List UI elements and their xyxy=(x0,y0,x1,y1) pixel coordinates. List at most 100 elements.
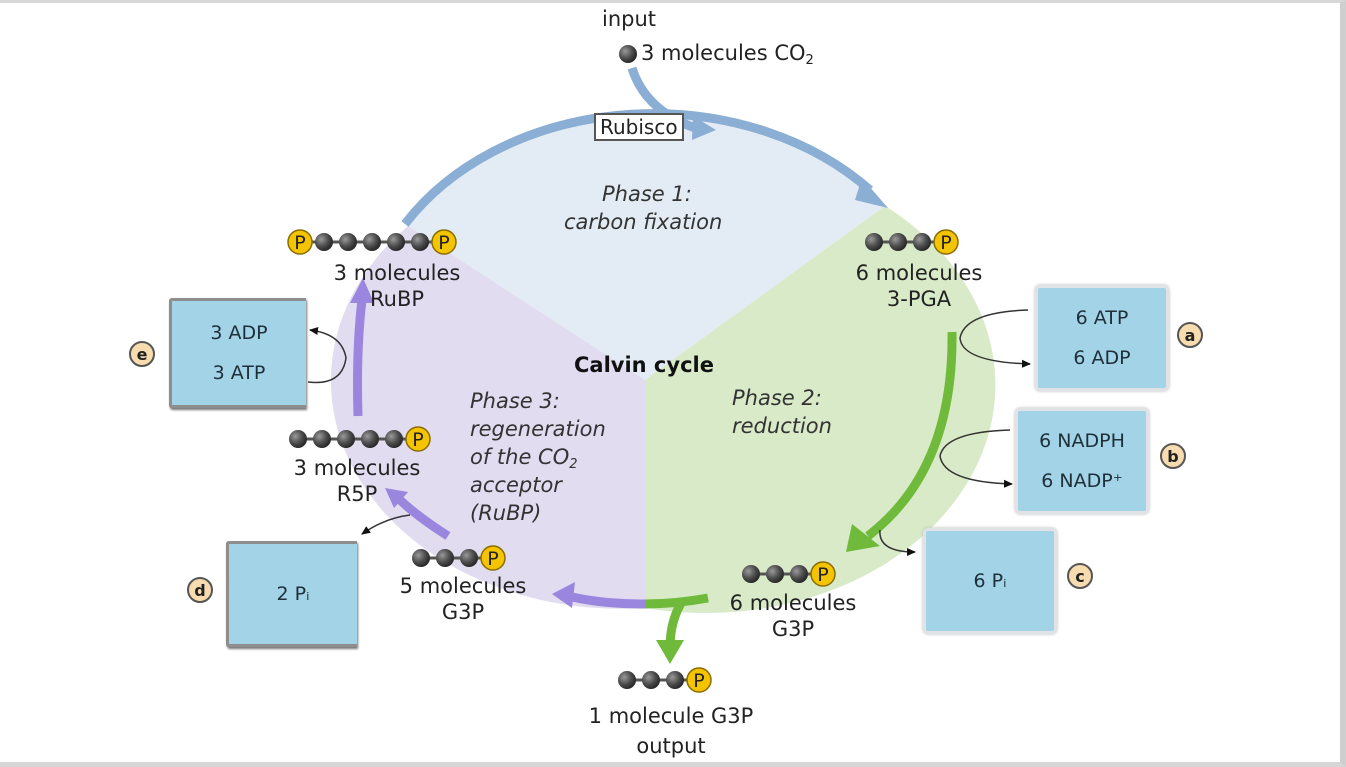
phase1-title: Phase 1: xyxy=(602,182,692,206)
box-e-line2: 3 ATP xyxy=(212,362,266,384)
g3p5-molecule: P xyxy=(412,545,506,571)
drop-box-c[interactable]: 6 Pᵢ xyxy=(923,528,1057,634)
phase3-arrowhead-up xyxy=(350,278,374,303)
carbon-atom xyxy=(436,549,454,567)
carbon-atom xyxy=(385,430,403,448)
cycle-title: Calvin cycle xyxy=(574,353,714,377)
phase1-arrowhead xyxy=(855,178,888,208)
co2-input-arrow xyxy=(627,66,697,133)
rubp-name: RuBP xyxy=(369,287,425,311)
carbon-atom xyxy=(387,233,405,251)
drop-box-e[interactable]: 3 ADP 3 ATP xyxy=(169,298,306,408)
output-molecule: P xyxy=(618,667,712,693)
carbon-atom xyxy=(411,233,429,251)
carbon-atom xyxy=(460,549,478,567)
phosphate-icon xyxy=(686,667,712,693)
phosphate-icon xyxy=(933,229,959,255)
rubp-count: 3 molecules xyxy=(333,261,461,285)
carbon-atom xyxy=(363,233,381,251)
carbon-atom xyxy=(313,430,331,448)
carbon-atom xyxy=(412,549,430,567)
carbon-atom xyxy=(666,671,684,689)
phase3-arrow-bottom xyxy=(566,591,646,609)
box-b-line1: 6 NADPH xyxy=(1039,430,1125,452)
g3p5-name: G3P xyxy=(441,600,485,624)
phase3-line3: of the CO2 xyxy=(470,443,578,479)
phosphate-icon xyxy=(287,229,313,255)
co2-input-label: 3 molecules CO2 xyxy=(641,40,814,74)
phase1-subtitle: carbon fixation xyxy=(564,210,723,234)
phase3-line2: regeneration xyxy=(470,417,606,441)
r5p-molecule: P xyxy=(289,426,431,452)
phase2-subtitle: reduction xyxy=(732,414,832,438)
badge-e: e xyxy=(129,341,155,367)
phosphate-icon xyxy=(431,229,457,255)
carbon-atom xyxy=(790,565,808,583)
badge-b: b xyxy=(1160,443,1186,469)
r5p-count: 3 molecules xyxy=(293,456,421,480)
phase3-line5: (RuBP) xyxy=(470,501,542,525)
phosphate-label: P xyxy=(693,670,704,692)
output-count: 1 molecule G3P xyxy=(588,704,754,728)
g3p6-molecule: P xyxy=(742,561,836,587)
carbon-atom xyxy=(742,565,760,583)
drop-box-d[interactable]: 2 Pᵢ xyxy=(226,541,357,647)
phosphate-icon xyxy=(480,545,506,571)
side-arrows xyxy=(307,309,1031,556)
badge-d: d xyxy=(187,577,213,603)
carbon-atom xyxy=(289,430,307,448)
phase1-sector xyxy=(408,117,885,381)
phase3-arrow-up xyxy=(353,299,367,417)
box-d-line1: 2 Pᵢ xyxy=(276,583,310,605)
phosphate-label: P xyxy=(817,564,828,586)
box-a-line2: 6 ADP xyxy=(1073,347,1131,369)
phase2-title: Phase 2: xyxy=(732,386,822,410)
output-arrowhead xyxy=(656,640,684,664)
g3p6-name: G3P xyxy=(771,617,815,641)
input-label: input xyxy=(602,7,657,31)
pga-name: 3-PGA xyxy=(886,287,952,311)
phosphate-label: P xyxy=(294,232,305,254)
carbon-atom xyxy=(618,671,636,689)
co2-carbon-atom xyxy=(619,45,637,63)
pga-count: 6 molecules xyxy=(855,261,983,285)
pga-molecule: P xyxy=(865,229,959,255)
carbon-atom xyxy=(889,233,907,251)
carbon-atom xyxy=(642,671,660,689)
carbon-atom xyxy=(337,430,355,448)
carbon-atom xyxy=(865,233,883,251)
phosphate-icon xyxy=(405,426,431,452)
box-a-line1: 6 ATP xyxy=(1075,307,1129,329)
phase3-title: Phase 3: xyxy=(470,389,560,413)
drop-box-b[interactable]: 6 NADPH 6 NADP⁺ xyxy=(1015,408,1149,514)
atp-e-loop-arrow xyxy=(307,327,347,384)
phase3-line4: acceptor xyxy=(470,473,562,497)
nadph-loop-arrow xyxy=(939,429,1013,488)
phase2-output-arc xyxy=(644,593,709,609)
output-word: output xyxy=(636,734,706,758)
output-label: 1 molecule G3P output xyxy=(566,701,776,761)
phase2-arrow xyxy=(865,331,957,540)
phase3-arrowhead-left xyxy=(385,488,408,508)
co2-subscript: 2 xyxy=(805,53,814,68)
g3p6-count: 6 molecules xyxy=(729,591,857,615)
co2-text: 3 molecules CO xyxy=(641,41,806,65)
pi-d-arrow xyxy=(361,514,411,535)
box-e-line1: 3 ADP xyxy=(210,322,268,344)
phosphate-label: P xyxy=(940,232,951,254)
carbon-atom xyxy=(361,430,379,448)
phosphate-label: P xyxy=(438,232,449,254)
box-c-line1: 6 Pᵢ xyxy=(973,570,1007,592)
phosphate-label: P xyxy=(487,548,498,570)
phase3-line3-text: of the CO xyxy=(470,445,570,469)
badge-a: a xyxy=(1177,322,1203,348)
drop-box-a[interactable]: 6 ATP 6 ADP xyxy=(1035,285,1169,391)
